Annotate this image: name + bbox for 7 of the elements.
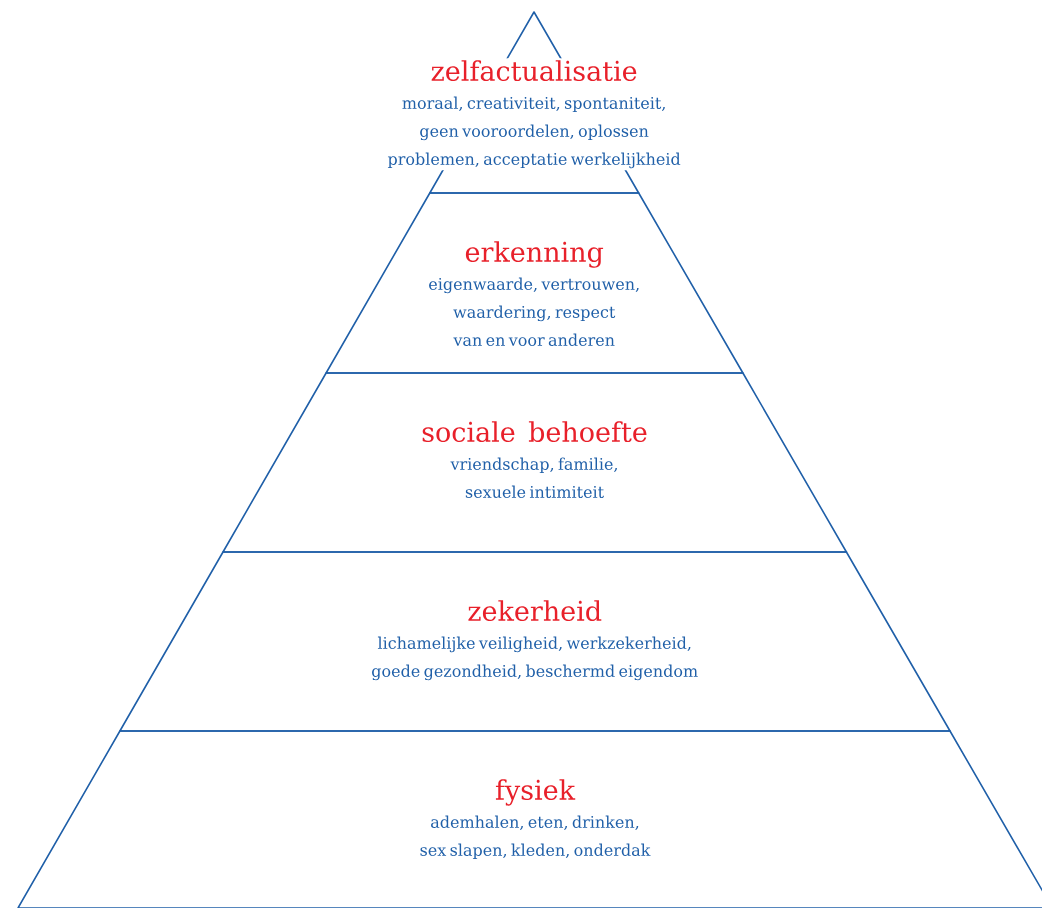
pyramid-level: erkenning eigenwaarde, vertrouwen, waardering, respect van en voor anderen [325, 192, 744, 374]
node-label: moraal, creativiteit, spontaniteit, geen vooroordelen, oplossen problemen, acceptatie werkelijkheid [387, 96, 681, 169]
node-label: zelfactualisatie [431, 60, 637, 82]
pyramid-level: fysiek ademhalen, eten, drinken, sex slapen, kleden, onderdak [17, 730, 1042, 908]
pyramid-level: zekerheid lichamelijke veiligheid, werkzekerheid, goede gezondheid, beschermd eigendom [119, 551, 951, 732]
pyramid-level: zelfactualisatie moraal, creativiteit, spontaniteit, geen vooroordelen, oplossen problemen, acceptatie werkelijkheid [342, 11, 727, 194]
pyramid-level: sociale behoefte vriendschap, familie, sexuele intimiteit [222, 372, 848, 553]
